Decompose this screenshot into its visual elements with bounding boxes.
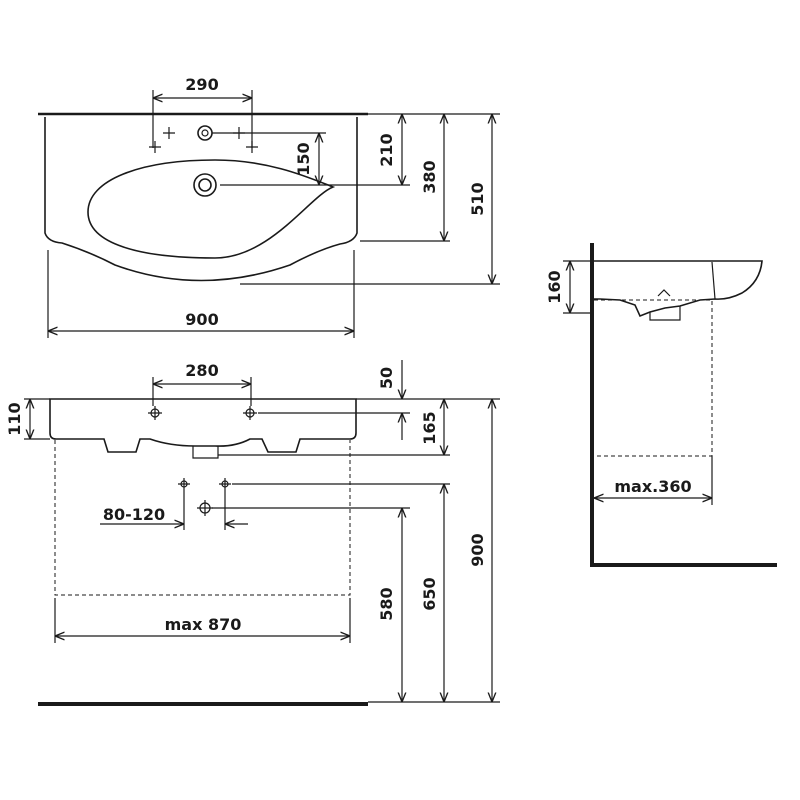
front-height-label: 110 bbox=[5, 402, 24, 435]
side-drain-mark bbox=[657, 289, 671, 297]
front-tap-spacing-label: 280 bbox=[185, 361, 218, 380]
top-overall-depth-label: 510 bbox=[468, 182, 487, 215]
supply-point-marks bbox=[178, 478, 231, 516]
basin-outline-plan bbox=[44, 117, 358, 282]
front-rim-height-label: 900 bbox=[468, 533, 487, 566]
side-cabinet-dashed bbox=[594, 299, 713, 457]
top-tap-spacing-label: 290 bbox=[185, 75, 218, 94]
front-max-width-label: max 870 bbox=[165, 615, 242, 634]
top-back-to-drain-label: 210 bbox=[377, 133, 396, 166]
front-waste-height-label: 580 bbox=[377, 587, 396, 620]
front-supply-spacing-label: 80-120 bbox=[103, 505, 165, 524]
side-view: 160 max.360 bbox=[545, 243, 777, 567]
basin-side-inner bbox=[711, 261, 716, 300]
basin-side-profile bbox=[594, 260, 763, 318]
tap-hole-marks bbox=[149, 125, 258, 153]
top-back-to-front-label: 380 bbox=[420, 160, 439, 193]
basin-front-outline bbox=[49, 398, 357, 453]
top-width-label: 900 bbox=[185, 310, 218, 329]
top-tap-to-drain-label: 150 bbox=[294, 142, 313, 175]
wall-and-floor bbox=[590, 243, 777, 567]
front-tap-hole-marks bbox=[148, 406, 257, 420]
front-view: 280 50 165 110 80-120 max 870 580 bbox=[5, 360, 500, 706]
front-supply-height-label: 650 bbox=[420, 577, 439, 610]
bowl-oval bbox=[87, 159, 336, 259]
side-waste-outlet bbox=[649, 306, 681, 321]
waste-outlet bbox=[192, 446, 219, 459]
drain-icon bbox=[193, 173, 217, 197]
side-max-depth-label: max.360 bbox=[614, 477, 691, 496]
front-bowl-depth-label: 165 bbox=[420, 411, 439, 444]
cabinet-dashed-outline bbox=[54, 440, 351, 596]
top-view: 290 900 150 210 380 510 bbox=[38, 75, 500, 338]
side-depth-label: 160 bbox=[545, 270, 564, 303]
front-rim-to-tap-label: 50 bbox=[377, 367, 396, 389]
